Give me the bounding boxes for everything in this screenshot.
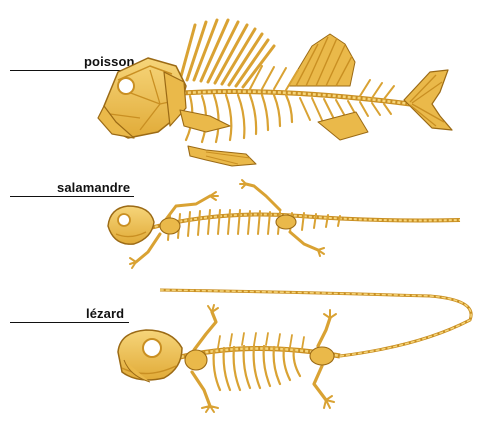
- fish-skeleton: [98, 20, 452, 166]
- salamander-skeleton: [108, 180, 460, 268]
- lizard-skeleton: [118, 290, 471, 412]
